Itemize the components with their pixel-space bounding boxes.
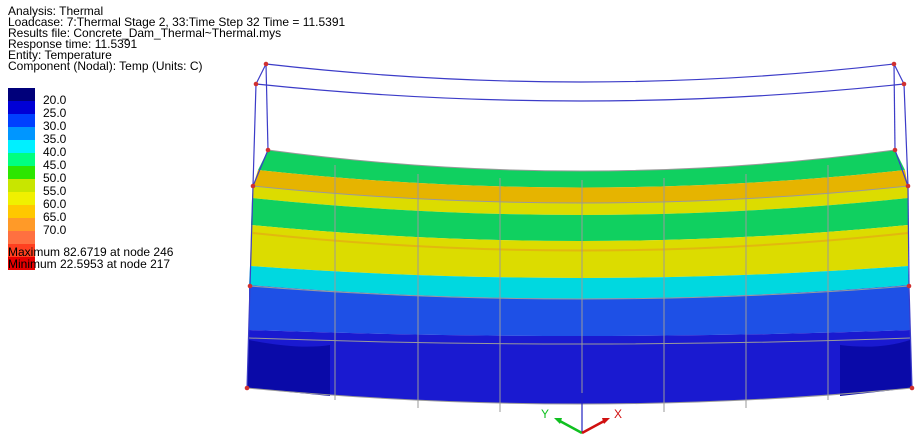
legend-row <box>8 244 128 257</box>
legend-swatch <box>8 205 35 218</box>
legend-row: 45.0 <box>8 153 128 171</box>
legend-value: 20.0 <box>43 93 67 107</box>
legend-value: 35.0 <box>43 132 67 146</box>
legend-row: 50.0 <box>8 166 128 184</box>
legend-row: 35.0 <box>8 127 128 145</box>
cold-core-left <box>247 340 330 396</box>
wireframe <box>246 63 913 389</box>
band-cyan <box>249 266 909 299</box>
band-green-1 <box>251 198 908 241</box>
axis-triad: Y X <box>541 393 622 435</box>
legend-row <box>8 231 128 244</box>
contour-bands <box>247 150 912 404</box>
legend-row: 55.0 <box>8 179 128 197</box>
legend-swatch <box>8 153 35 166</box>
band-yellow-1 <box>252 186 908 215</box>
node-marker <box>905 183 911 189</box>
node-marker <box>891 61 897 67</box>
band-top-orange <box>253 170 908 203</box>
legend-value: 55.0 <box>43 184 67 198</box>
entity-text: Entity: Temperature <box>8 48 112 62</box>
legend-value: 60.0 <box>43 197 67 211</box>
node-marker <box>244 385 250 391</box>
legend-row: 70.0 <box>8 218 128 236</box>
legend-swatch <box>8 101 35 114</box>
results-header: Analysis: Thermal Loadcase: 7:Thermal St… <box>8 4 346 73</box>
results-file-text: Results file: Concrete_Dam_Thermal~Therm… <box>8 26 282 40</box>
legend-row: 20.0 <box>8 88 128 106</box>
legend-row: 30.0 <box>8 114 128 132</box>
band-yellow-2 <box>250 225 908 278</box>
legend-value: 25.0 <box>43 106 67 120</box>
node-marker <box>263 61 269 67</box>
extrema-info: Maximum 82.6719 at node 246 Minimum 22.5… <box>8 246 173 270</box>
legend-swatch <box>8 140 35 153</box>
legend-row: 60.0 <box>8 192 128 210</box>
node-marker <box>247 283 253 289</box>
component-text: Component (Nodal): Temp (Units: C) <box>8 59 203 73</box>
loadcase-text: Loadcase: 7:Thermal Stage 2, 33:Time Ste… <box>8 15 346 29</box>
legend-value: 45.0 <box>43 158 67 172</box>
response-time-text: Response time: 11.5391 <box>8 37 138 51</box>
node-marker <box>906 283 912 289</box>
y-axis-line <box>557 418 583 435</box>
node-marker <box>901 81 907 87</box>
legend-swatch <box>8 179 35 192</box>
minimum-text: Minimum 22.5953 at node 217 <box>8 257 171 271</box>
legend-swatch <box>8 231 35 244</box>
legend-swatch <box>8 166 35 179</box>
maximum-text: Maximum 82.6719 at node 246 <box>8 245 174 259</box>
legend-value: 65.0 <box>43 210 67 224</box>
band-top-green <box>258 150 905 188</box>
legend-swatch <box>8 257 35 270</box>
legend-swatch <box>8 127 35 140</box>
legend-value: 50.0 <box>43 171 67 185</box>
legend-swatch <box>8 218 35 231</box>
legend-value: 70.0 <box>43 223 67 237</box>
y-axis-arrow <box>554 418 562 424</box>
x-axis-label: X <box>614 407 622 421</box>
warm-seam <box>252 232 909 252</box>
legend-swatch <box>8 244 35 257</box>
node-marker <box>250 183 256 189</box>
legend-row: 25.0 <box>8 101 128 119</box>
legend-row: 40.0 <box>8 140 128 158</box>
node-marker <box>909 385 915 391</box>
legend-value: 30.0 <box>43 119 67 133</box>
legend-swatch <box>8 88 35 101</box>
y-axis-label: Y <box>541 407 549 421</box>
mesh-grid <box>246 149 913 414</box>
node-marker <box>892 147 898 153</box>
legend-row: 65.0 <box>8 205 128 223</box>
legend-swatch <box>8 114 35 127</box>
legend-value: 40.0 <box>43 145 67 159</box>
cold-core-right <box>840 340 912 396</box>
analysis-text: Analysis: Thermal <box>8 4 104 18</box>
node-marker <box>253 81 259 87</box>
legend-row <box>8 257 128 270</box>
node-marker <box>265 147 271 153</box>
legend-swatch <box>8 192 35 205</box>
nodes <box>244 61 915 391</box>
x-axis-line <box>581 418 607 435</box>
band-light-blue <box>249 285 910 336</box>
x-axis-arrow <box>602 418 610 424</box>
